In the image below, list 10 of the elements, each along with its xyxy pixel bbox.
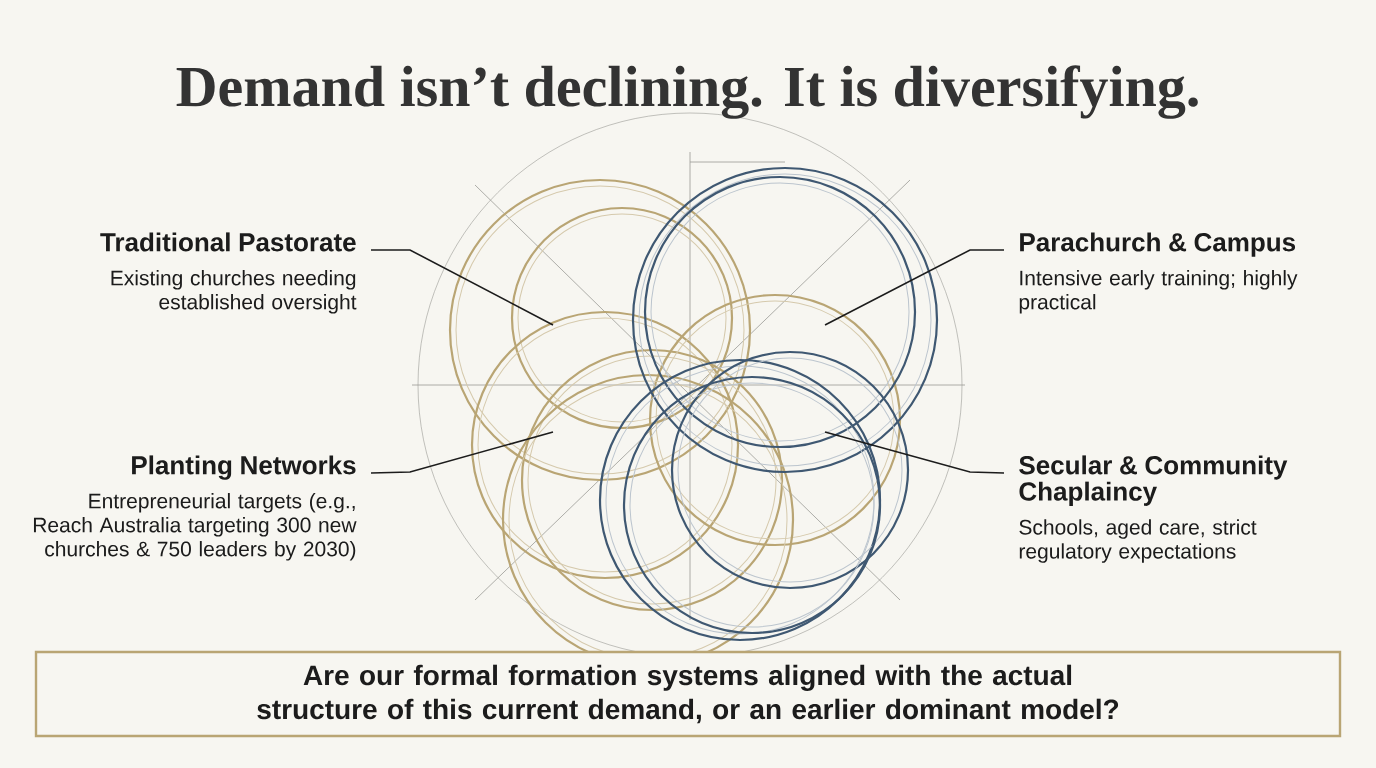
label-text: Secular & Community Chaplaincy Schools, aged care, strict regulatory expectations — [1019, 455, 1288, 563]
leader-line — [824, 431, 1005, 474]
label-text: Traditional Pastorate Existing churches needing established oversight — [100, 232, 357, 314]
leader-line — [370, 249, 554, 326]
leader-line — [824, 249, 1005, 326]
label-text: Parachurch & Campus Intensive early training; highly practical — [1019, 232, 1298, 314]
leader-line — [370, 431, 554, 474]
label-text: Planting Networks Entrepreneurial targets (e.g., Reach Australia targeting 300 new churches & 750 leaders by 2030) — [34, 455, 357, 561]
question-box: Are our formal formation systems aligned with the actual structure of this current demand, or an earlier dominant model? — [34, 650, 1342, 738]
title: Demand isn’t declining. It is diversifying. — [176, 65, 1198, 119]
